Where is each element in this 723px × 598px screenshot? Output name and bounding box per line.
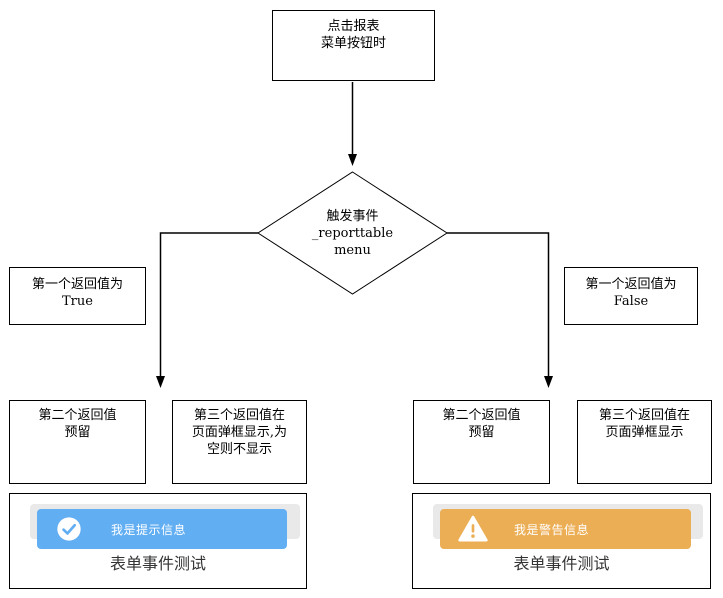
arrowhead-down-right <box>544 376 553 388</box>
branch-false-line2: False <box>613 294 649 309</box>
branch-true-line2: True <box>62 294 93 309</box>
true-third-line3: 空则不显示 <box>206 442 272 457</box>
node-false-second-return: 第二个返回值 预留 <box>413 400 550 484</box>
decision-line3: menu <box>334 243 371 258</box>
panel-warning-example: 我是警告信息 表单事件测试 <box>412 493 711 589</box>
decision-line2: _reporttable <box>311 226 394 241</box>
node-branch-true-label: 第一个返回值为 True <box>9 267 146 325</box>
true-second-line2: 预留 <box>64 425 91 440</box>
branch-true-line1: 第一个返回值为 <box>31 277 123 292</box>
branch-false-line1: 第一个返回值为 <box>585 277 677 292</box>
panel-info-example: 我是提示信息 表单事件测试 <box>9 493 307 589</box>
panel-title: 表单事件测试 <box>109 556 206 573</box>
toast-message: 我是警告信息 <box>514 522 590 537</box>
node-true-second-return: 第二个返回值 预留 <box>9 400 146 484</box>
arrowhead-down-left <box>156 376 165 388</box>
node-true-third-return: 第三个返回值在 页面弹框显示,为 空则不显示 <box>172 400 307 484</box>
node-branch-false-label: 第一个返回值为 False <box>564 267 698 325</box>
branch-true-connector <box>159 232 258 377</box>
false-third-line1: 第三个返回值在 <box>598 408 690 423</box>
arrowhead-down-top <box>348 154 357 166</box>
node-start: 点击报表 菜单按钮时 <box>272 10 435 81</box>
warning-triangle-icon <box>458 515 488 542</box>
node-start-line2: 菜单按钮时 <box>320 36 386 51</box>
decision-diamond-shape <box>257 171 448 295</box>
node-false-third-return: 第三个返回值在 页面弹框显示 <box>577 400 712 484</box>
false-second-line1: 第二个返回值 <box>442 408 521 423</box>
true-third-line2: 页面弹框显示,为 <box>191 425 288 440</box>
toast-message: 我是提示信息 <box>111 522 187 537</box>
true-third-line1: 第三个返回值在 <box>193 408 285 423</box>
node-decision-label: 触发事件 _reporttable menu <box>272 208 433 259</box>
panel-title: 表单事件测试 <box>513 556 610 573</box>
false-third-line2: 页面弹框显示 <box>605 425 684 440</box>
node-start-line1: 点击报表 <box>327 19 380 34</box>
false-second-line2: 预留 <box>468 425 495 440</box>
info-toast: 我是提示信息 <box>37 509 287 549</box>
true-second-line1: 第二个返回值 <box>38 408 117 423</box>
check-circle-icon <box>57 517 81 541</box>
branch-false-connector <box>447 232 550 377</box>
warning-toast: 我是警告信息 <box>440 509 691 549</box>
decision-line1: 触发事件 <box>326 209 379 224</box>
